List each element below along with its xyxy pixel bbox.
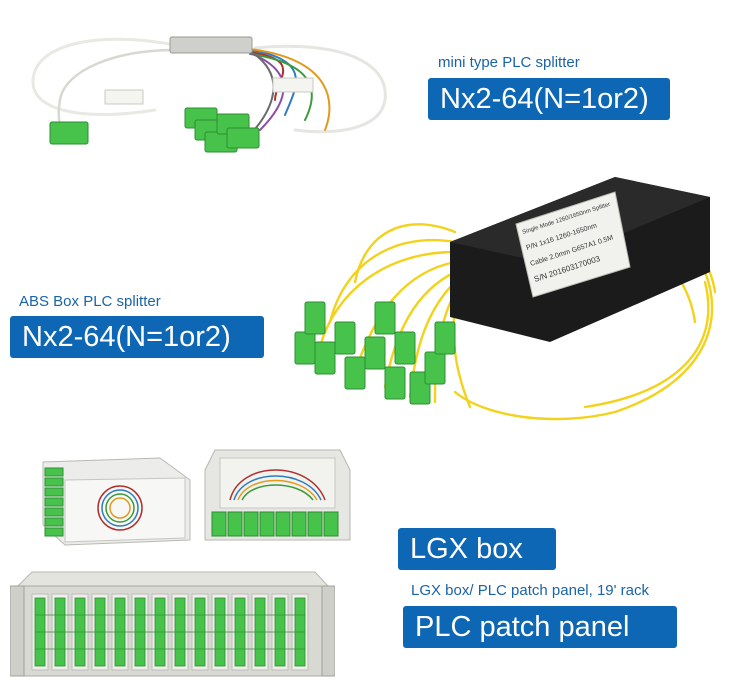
abs-splitter-badge: Nx2-64(N=1or2): [10, 316, 264, 358]
mini-splitter-caption: mini type PLC splitter: [438, 54, 580, 71]
plc-patch-panel-badge: PLC patch panel: [403, 606, 677, 648]
mini-plc-splitter-photo: [31, 36, 387, 153]
rack-caption: LGX box/ PLC patch panel, 19' rack: [411, 582, 650, 599]
abs-box-splitter-photo: Single Mode 1260/1650nm Splitter P/N 1x1…: [294, 177, 717, 421]
mini-splitter-badge: Nx2-64(N=1or2): [428, 78, 670, 120]
lgx-box-front-photo: [204, 449, 351, 541]
abs-splitter-caption: ABS Box PLC splitter: [19, 293, 161, 310]
lgx-box-open-photo: [42, 457, 191, 546]
plc-patch-panel-rack-photo: [10, 571, 335, 677]
lgx-box-badge: LGX box: [398, 528, 556, 570]
